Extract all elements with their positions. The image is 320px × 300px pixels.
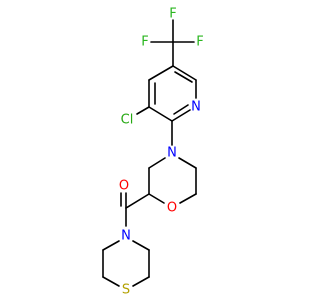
atom-o-morpholine: O [167,201,177,216]
bond-o-ch [148,193,165,204]
bond-ch2-s-left [102,276,120,287]
atom-f-top: F [169,7,176,22]
atom-label-layer: F F F Cl N N O O N S [119,7,204,298]
bond-n-ch2-right [178,157,197,169]
bond-c5-c6 [172,65,197,81]
molecule-structure: F F F Cl N N O O N S [102,7,204,298]
bond-c3-cl [136,106,150,115]
atom-f-right: F [196,35,203,50]
bond-c2-n1-double [173,104,189,115]
atom-n-thiomorpholine: N [121,229,131,244]
bond-c2-n1 [171,109,191,122]
atom-o-carbonyl: O [119,179,129,194]
atom-cl: Cl [121,113,134,128]
bond-n-ch2-left [102,240,120,251]
bond-layer [102,19,197,287]
bond-c5-c6-double [174,71,193,83]
bond-c5-c4 [148,65,174,81]
bond-c3-c2 [148,106,173,122]
atom-n-morpholine: N [167,146,177,161]
atom-s-thiomorpholine: S [122,283,130,298]
atom-n-pyridine: N [191,100,201,115]
bond-ch2-n-right [132,240,150,251]
bond-ch2-o [179,193,197,204]
atom-f-left: F [141,35,148,50]
bond-ch-carbonyl [125,193,150,209]
bond-s-ch2-right [132,276,150,287]
bond-ch2-n [148,157,166,169]
